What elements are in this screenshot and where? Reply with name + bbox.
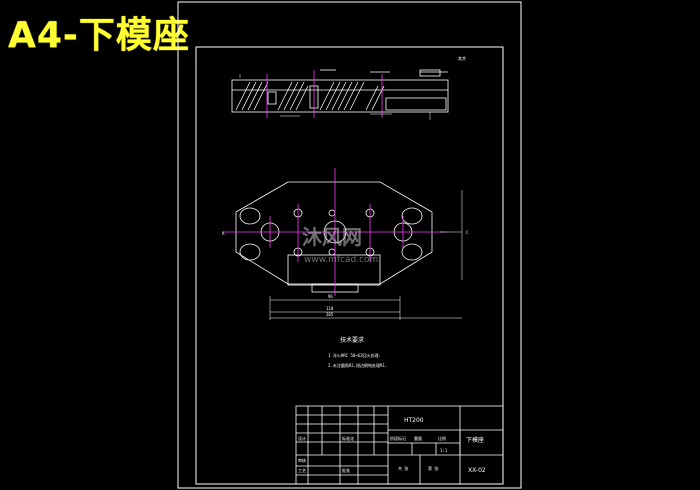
title-block: [295, 405, 504, 485]
plan-centerlines: [222, 168, 446, 296]
tech-req-title: 技术要求: [340, 336, 364, 344]
tech-req-line-1: 1 淬火HRC 58~62回火处理.: [328, 352, 381, 358]
designer-label: 设计: [298, 435, 306, 441]
hatch-mid: [277, 81, 309, 111]
drawing-number: XX-02: [468, 467, 486, 474]
hatch-left: [235, 81, 269, 111]
standard-label: 标准化: [342, 435, 354, 441]
sheet-outer-border: [177, 1, 522, 489]
part-name-label: 下模座: [466, 436, 484, 444]
scale-label: 比例: [438, 435, 446, 441]
section-centerlines: [266, 70, 383, 118]
checker-label: 审核: [298, 457, 306, 463]
stage-mark-label: 阶段标记: [390, 435, 406, 441]
dim-label-a: A: [222, 231, 225, 236]
tech-req-line-2: 2.未注圆角R2,锐边倒钝处理R1.: [328, 362, 387, 368]
watermark-url: www.mfcad.com: [304, 255, 378, 265]
approve-label: 批准: [342, 467, 350, 473]
sheet-count: 共 张: [398, 465, 408, 471]
watermark-brand: 沐风网: [302, 225, 362, 249]
dim-label-c: C: [466, 230, 469, 235]
plan-dimensions: [269, 190, 463, 320]
section-view: [231, 69, 449, 113]
sheet-number: 第 张: [428, 465, 438, 471]
dim-label-96: 96: [328, 294, 333, 299]
hatch-right: [319, 81, 365, 111]
section-dimensions: [239, 74, 431, 120]
material-label: HT200: [404, 417, 424, 424]
process-label: 工艺: [298, 468, 306, 473]
weight-label: 重量: [414, 435, 422, 441]
dim-label-205: 205: [326, 312, 334, 317]
sheet-inner-border: [195, 46, 504, 485]
dim-label-110: 110: [326, 306, 334, 311]
scale-value: 1:1: [440, 448, 448, 453]
roughness-note: 其余: [458, 55, 466, 61]
page-title: A4-下模座: [8, 15, 190, 56]
